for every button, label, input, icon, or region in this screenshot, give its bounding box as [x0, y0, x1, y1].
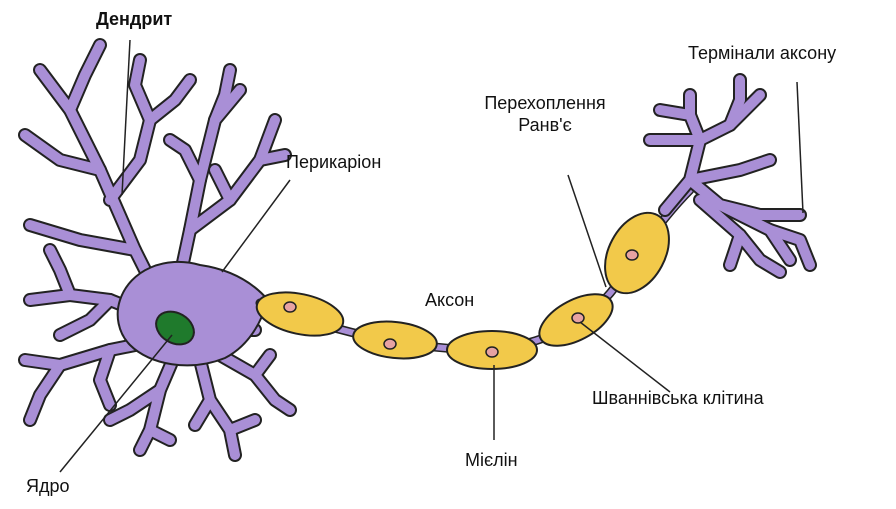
label-ranvier-line2: Ранв'є [455, 114, 635, 136]
cell-body [118, 262, 268, 365]
myelin-segment [351, 318, 438, 363]
myelin-segment [253, 285, 347, 342]
leader-line-schwann [580, 322, 670, 392]
label-axon-terminals: Термінали аксону [688, 42, 836, 64]
axon-terminals [650, 80, 810, 272]
leader-line-ranvier [568, 175, 606, 287]
dendrites [25, 45, 290, 455]
label-perikaryon: Перикаріон [286, 151, 381, 173]
label-ranvier-line1: Перехоплення [455, 92, 635, 114]
label-dendrite: Дендрит [96, 8, 172, 30]
myelin-sheath [253, 202, 682, 369]
leader-line-terminals [797, 82, 803, 213]
label-myelin: Мієлін [465, 449, 518, 471]
label-ranvier: Перехоплення Ранв'є [455, 92, 635, 136]
label-axon: Аксон [425, 289, 474, 311]
label-schwann-cell: Шваннівська клітина [592, 387, 764, 409]
label-nucleus: Ядро [26, 475, 70, 497]
